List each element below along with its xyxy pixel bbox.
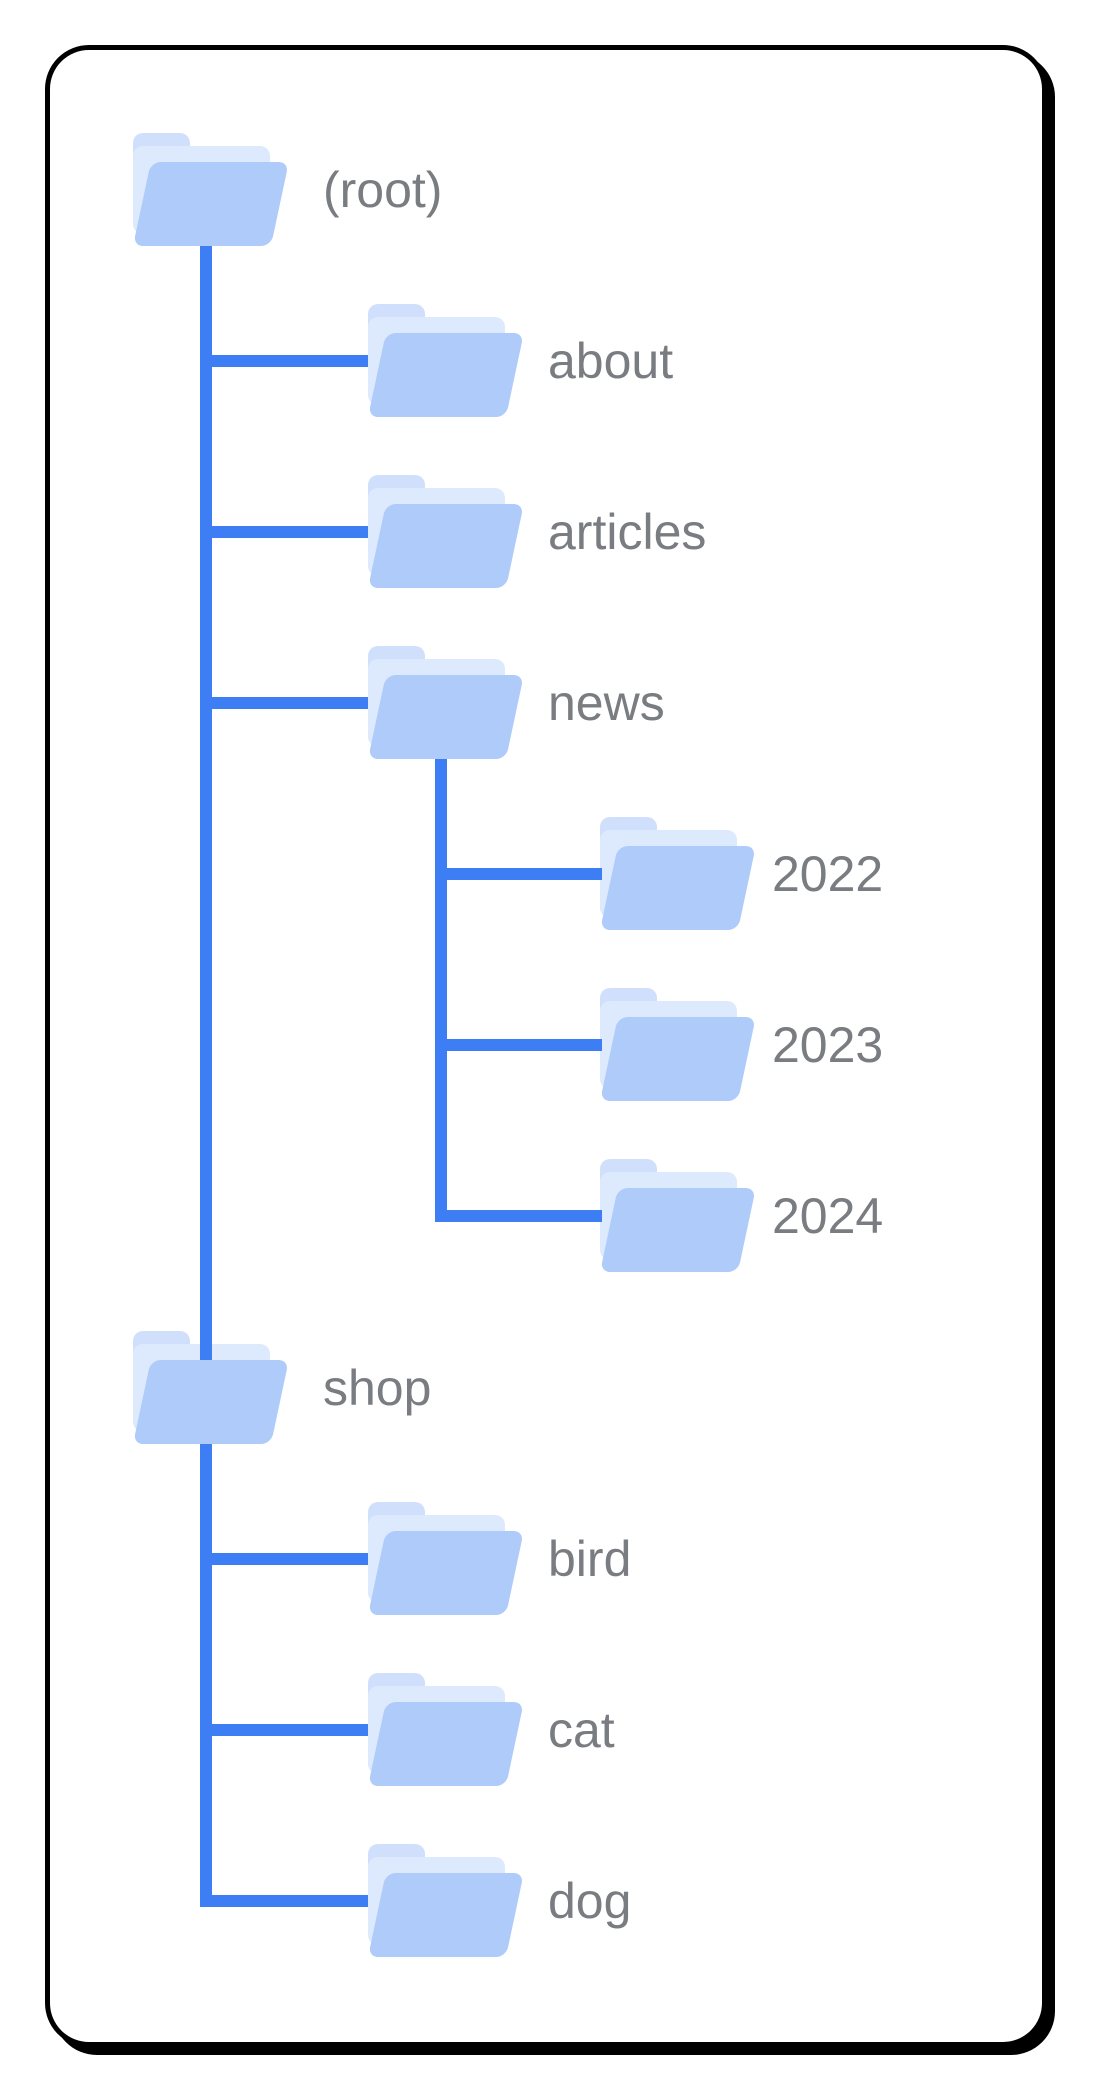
connector-branch-cat [200, 1724, 368, 1736]
node-label-dog: dog [548, 1873, 632, 1929]
tree-node-articles [368, 475, 524, 588]
tree-node-news [368, 646, 524, 759]
node-label-news: news [548, 675, 665, 731]
tree-node-2023 [600, 988, 756, 1101]
connector-root-trunk-vertical [200, 242, 212, 1907]
node-label-shop: shop [323, 1360, 432, 1416]
connector-branch-dog [200, 1895, 368, 1907]
node-label-root: (root) [323, 162, 443, 218]
connector-branch-news [200, 697, 368, 709]
connector-branch-2022 [435, 868, 602, 880]
connector-branch-bird [200, 1553, 368, 1565]
node-label-bird: bird [548, 1531, 632, 1587]
node-label-2023: 2023 [772, 1017, 884, 1073]
node-label-articles: articles [548, 504, 707, 560]
tree-node-about [368, 304, 524, 417]
tree-node-cat [368, 1673, 524, 1786]
connector-branch-articles [200, 526, 368, 538]
node-label-cat: cat [548, 1702, 615, 1758]
tree-node-2024 [600, 1159, 756, 1272]
connector-branch-about [200, 355, 368, 367]
connector-news-trunk-vertical [435, 755, 447, 1222]
tree-node-root [133, 133, 289, 246]
connector-branch-2024 [435, 1210, 602, 1222]
node-label-about: about [548, 333, 674, 389]
tree-node-bird [368, 1502, 524, 1615]
node-label-2022: 2022 [772, 846, 884, 902]
tree-node-2022 [600, 817, 756, 930]
connector-branch-2023 [435, 1039, 602, 1051]
tree-node-dog [368, 1844, 524, 1957]
node-label-2024: 2024 [772, 1188, 884, 1244]
